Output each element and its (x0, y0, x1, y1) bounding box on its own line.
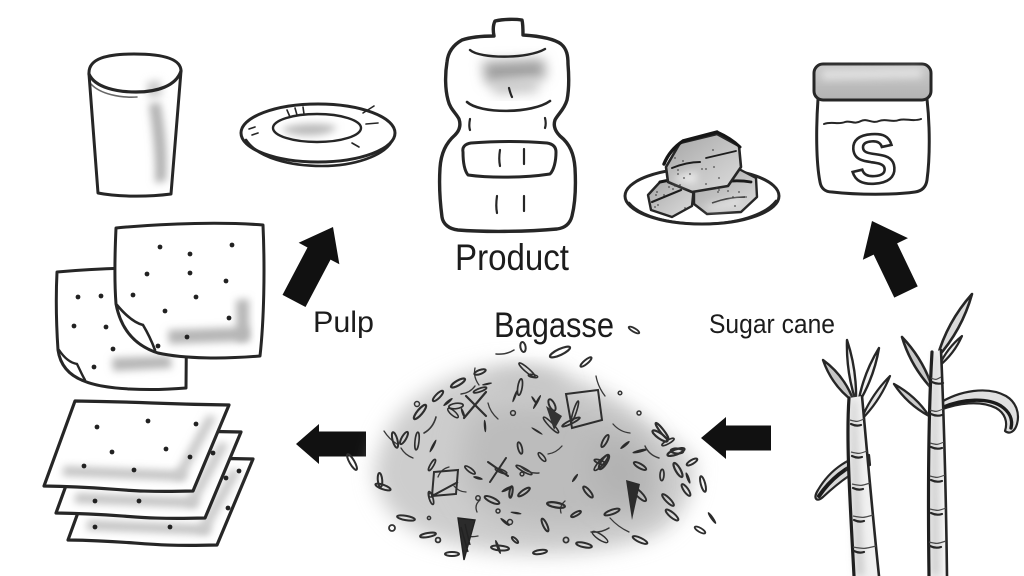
svg-text:S: S (847, 118, 899, 199)
svg-text:Sugar cane: Sugar cane (709, 309, 835, 339)
svg-text:Pulp: Pulp (313, 306, 374, 339)
svg-text:Product: Product (455, 237, 570, 278)
svg-text:Bagasse: Bagasse (494, 306, 614, 345)
